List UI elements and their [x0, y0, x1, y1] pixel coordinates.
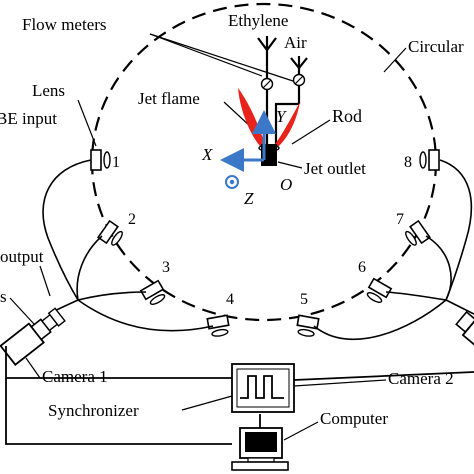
camera-2-icon [455, 310, 474, 350]
lens-s-label: s [0, 287, 7, 306]
x-axis-label: X [201, 145, 213, 164]
station-number-6: 6 [358, 259, 366, 276]
flow-meter-icon [260, 77, 274, 91]
z-axis-label: Z [244, 189, 254, 208]
lens-s-leader [9, 297, 35, 325]
synchronizer-label: Synchronizer [48, 401, 139, 420]
lens-station-7 [405, 219, 431, 246]
station-number-8: 8 [404, 154, 412, 171]
ethylene-label: Ethylene [228, 11, 288, 30]
y-axis-label: Y [276, 107, 287, 126]
coordinate-axes [220, 110, 276, 189]
lens-station-2 [97, 219, 123, 246]
be-input-label: BE input [0, 109, 57, 128]
computer-label: Computer [320, 409, 388, 428]
signal-wiring [5, 346, 474, 445]
camera-2-leader [293, 379, 387, 387]
station-number-4: 4 [226, 291, 234, 308]
synchronizer-leader [181, 395, 233, 411]
output-label: output [0, 247, 44, 266]
flow-meters-leader-1 [149, 33, 263, 77]
station-number-7: 7 [396, 211, 404, 228]
jet-outlet-leader [277, 161, 303, 169]
lens-station-1 [90, 149, 111, 171]
station-number-5: 5 [300, 291, 308, 308]
flow-meters-leader-2 [149, 33, 297, 83]
origin-label: O [280, 175, 292, 194]
rod-icon [258, 144, 280, 166]
camera-1-label: Camera 1 [42, 367, 108, 386]
jet-flame-label: Jet flame [138, 89, 200, 108]
station-number-2: 2 [128, 211, 136, 228]
lens-station-5 [296, 314, 320, 337]
lens-leader [77, 99, 97, 147]
computer-leader [283, 421, 319, 441]
camera-1-leader [25, 357, 41, 379]
camera-2-label: Camera 2 [388, 369, 454, 388]
air-supply-line [274, 56, 308, 144]
rod-leader [291, 119, 331, 145]
circular-label: Circular [408, 37, 464, 56]
synchronizer-icon [231, 363, 295, 413]
lens-label: Lens [32, 81, 65, 100]
circular-leader [383, 47, 407, 73]
station-number-1: 1 [112, 154, 120, 171]
computer-icon [231, 427, 289, 471]
rod-label: Rod [332, 106, 362, 126]
air-label: Air [284, 33, 307, 52]
fiber-bundle-left [42, 159, 214, 332]
flow-meters-label: Flow meters [22, 15, 107, 34]
fiber-bundle-right [313, 159, 474, 341]
lens-station-3 [139, 279, 166, 305]
station-number-3: 3 [162, 259, 170, 276]
lens-station-8 [419, 149, 440, 171]
camera-1-icon [0, 307, 66, 366]
output-leader [39, 265, 51, 297]
jet-outlet-label: Jet outlet [304, 159, 366, 178]
flow-meter-icon [292, 73, 306, 87]
